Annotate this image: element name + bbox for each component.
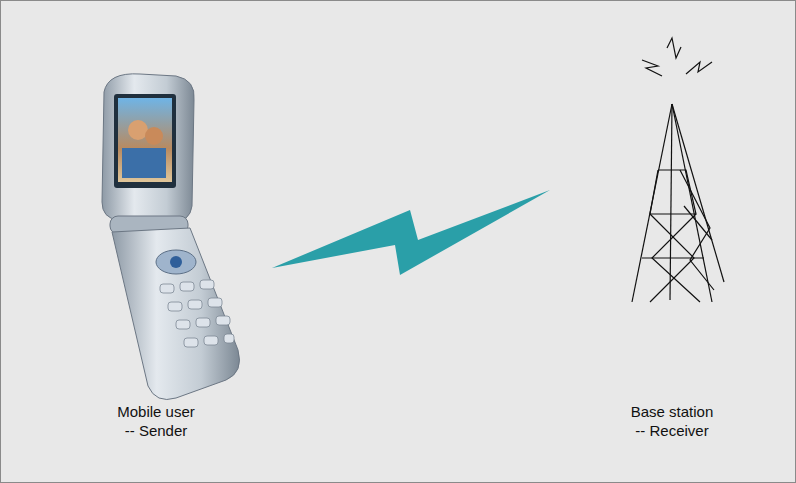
radio-link-bolt [272, 190, 550, 275]
caption-label: Mobile user [117, 403, 195, 421]
caption-label: -- Sender [125, 422, 188, 440]
tower-illustration [632, 104, 724, 302]
signal-marks [642, 38, 712, 76]
caption-label: Base station [631, 403, 714, 421]
phone-illustration [102, 74, 240, 400]
caption-label: -- Receiver [635, 422, 708, 440]
